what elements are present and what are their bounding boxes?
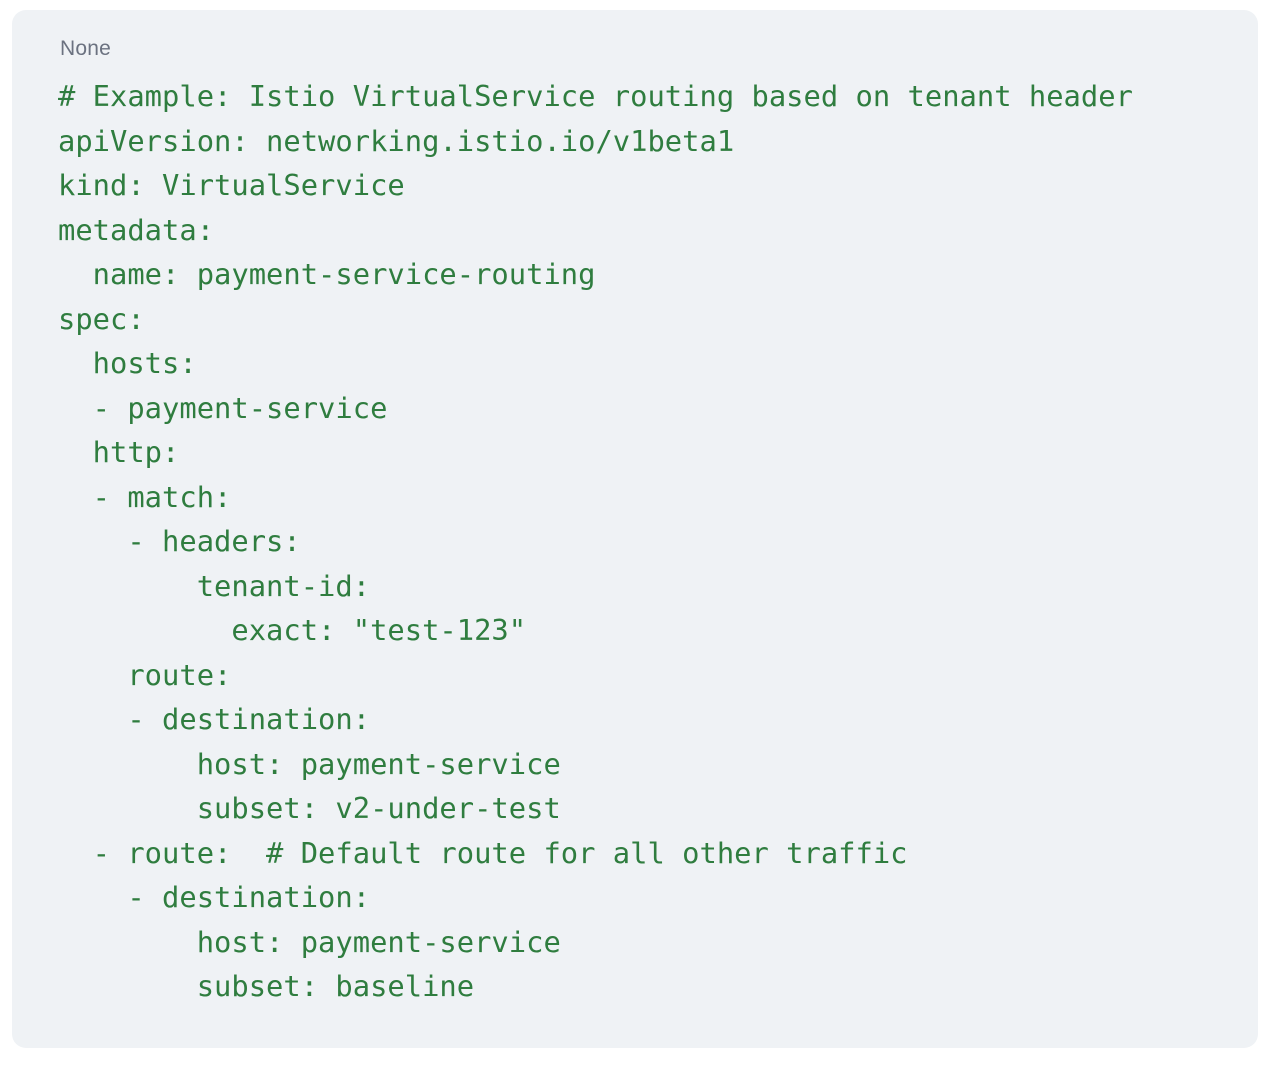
code-line: route: — [58, 657, 232, 692]
code-line: # Example: Istio VirtualService routing … — [58, 79, 1133, 113]
code-line: host: payment-service — [58, 746, 561, 781]
code-line: name: payment-service-routing — [58, 257, 596, 291]
code-line: apiVersion: networking.istio.io/v1beta1 — [58, 123, 735, 158]
code-line: http: — [58, 435, 180, 469]
code-line: - headers: — [58, 524, 301, 558]
code-line: - destination: — [58, 880, 371, 914]
code-content[interactable]: # Example: Istio VirtualService routing … — [12, 74, 1258, 1009]
code-line: host: payment-service — [58, 924, 561, 959]
code-line: hosts: — [58, 346, 197, 380]
code-line: kind: VirtualService — [58, 168, 405, 202]
code-line: - match: — [58, 479, 232, 514]
code-line: spec: — [58, 301, 145, 336]
code-line: - payment-service — [58, 390, 388, 425]
code-line: tenant-id: — [58, 568, 371, 603]
code-language-label: None — [60, 37, 112, 60]
code-line: subset: baseline — [58, 969, 475, 1003]
code-line: subset: v2-under-test — [58, 791, 561, 825]
code-line: - route: # Default route for all other t… — [58, 835, 908, 870]
code-line: - destination: — [58, 702, 371, 736]
code-block-card: None # Example: Istio VirtualService rou… — [12, 10, 1258, 1048]
code-line: exact: "test-123" — [58, 613, 527, 647]
code-line: metadata: — [58, 212, 215, 247]
